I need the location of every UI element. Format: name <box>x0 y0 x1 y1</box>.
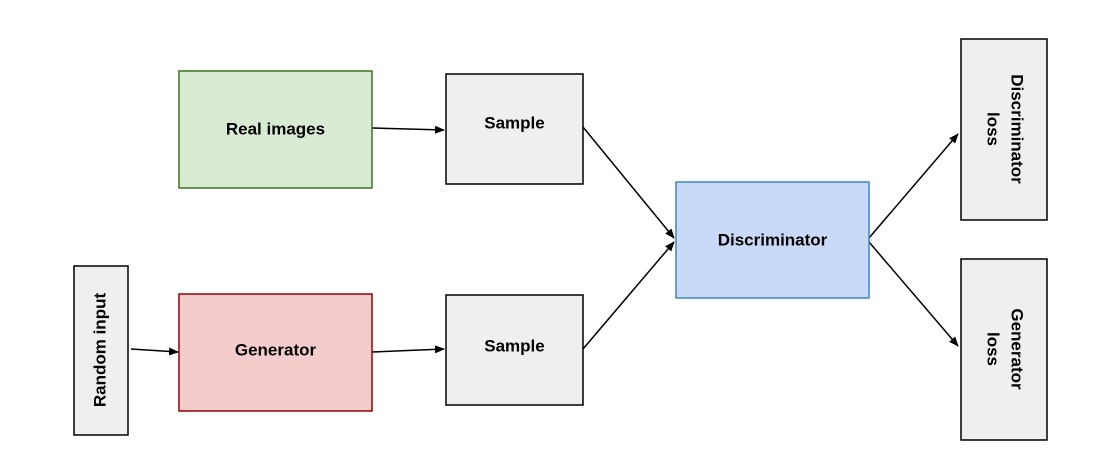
discriminator-loss-box <box>960 38 1048 221</box>
generator-loss-box <box>960 258 1048 441</box>
real-images-label: Real images <box>226 119 325 138</box>
random-input-box <box>73 265 129 436</box>
sample-top-box <box>445 73 584 185</box>
edge-generator-to-sample-bottom <box>371 345 445 354</box>
generator-loss-label-line2: loss <box>984 332 1003 366</box>
generator-loss-label-line1: Generator <box>1008 308 1027 390</box>
discriminator-loss-label-line2: loss <box>984 112 1003 146</box>
edge-discriminator-to-disc-loss <box>868 133 959 239</box>
sample-bottom-label: Sample <box>484 336 544 355</box>
sample-bottom-box <box>445 294 584 406</box>
node-discriminator: Discriminator <box>675 181 870 299</box>
edge-sample-top-to-discriminator <box>582 126 675 239</box>
node-random-input: Random input <box>73 265 129 436</box>
edge-real-images-to-sample-top <box>371 125 445 134</box>
node-real-images: Real images <box>178 70 373 189</box>
sample-top-label: Sample <box>484 113 544 132</box>
real-images-box <box>178 70 373 189</box>
edge-random-input-to-generator <box>130 347 179 356</box>
generator-box <box>178 293 373 412</box>
node-generator: Generator <box>178 293 373 412</box>
discriminator-label: Discriminator <box>718 230 828 249</box>
node-sample-bottom: Sample <box>445 294 584 406</box>
discriminator-loss-label-line1: Discriminator <box>1008 74 1027 184</box>
node-discriminator-loss: Discriminator loss <box>960 38 1048 221</box>
edge-discriminator-to-gen-loss <box>868 241 959 347</box>
random-input-label: Random input <box>90 293 109 408</box>
edge-sample-bottom-to-discriminator <box>582 241 675 350</box>
discriminator-box <box>675 181 870 299</box>
edges <box>130 125 959 356</box>
node-sample-top: Sample <box>445 73 584 185</box>
generator-label: Generator <box>235 340 317 359</box>
node-generator-loss: Generator loss <box>960 258 1048 441</box>
